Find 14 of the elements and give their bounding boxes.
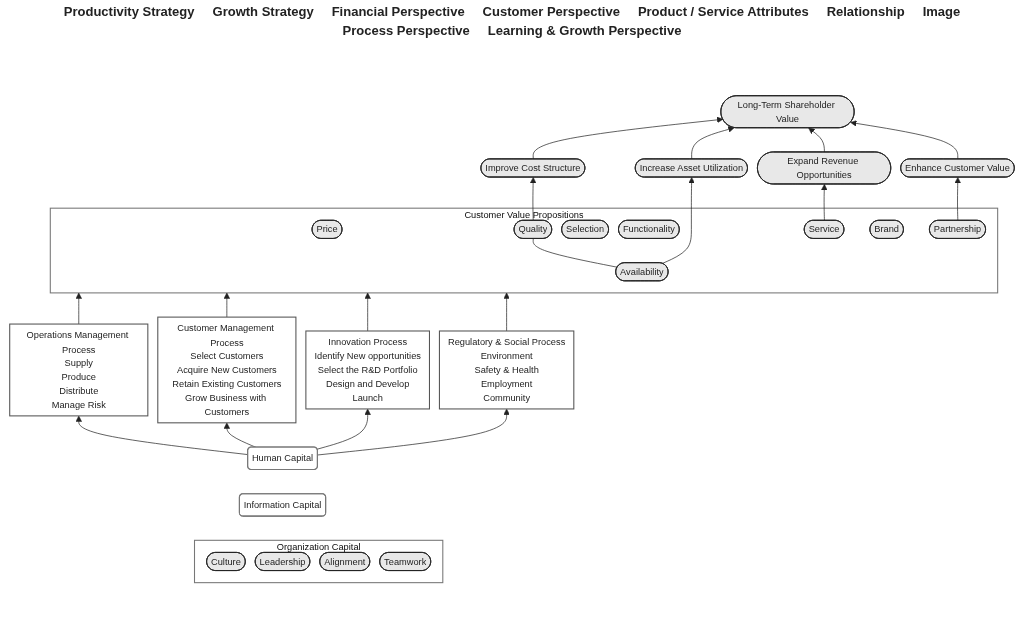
- section-label: Financial Perspective: [331, 4, 465, 19]
- section-label: Process Perspective: [342, 23, 470, 38]
- node-box: Customer Management Process Select Customers Acquire New Customers Retain Existing Customers Grow Business with Customers: [157, 316, 297, 424]
- section-label: Learning & Growth Perspective: [487, 23, 682, 38]
- section-label: Growth Strategy: [212, 4, 314, 19]
- node-box: Innovation Process Identify New opportunities Select the R&D Portfolio Design and Develop Launch: [305, 330, 430, 410]
- section-label: Image: [922, 4, 961, 19]
- node-box: Operations Management Process Supply Produce Distribute Manage Risk: [9, 323, 149, 417]
- section-label: Relationship: [826, 4, 905, 19]
- section-label: Productivity Strategy: [63, 4, 195, 19]
- node-box: Regulatory & Social Process Environment Safety & Health Employment Community: [438, 330, 575, 410]
- section-label: Customer Perspective: [482, 4, 620, 19]
- connector: [532, 238, 618, 268]
- section-label: Product / Service Attributes: [637, 4, 809, 19]
